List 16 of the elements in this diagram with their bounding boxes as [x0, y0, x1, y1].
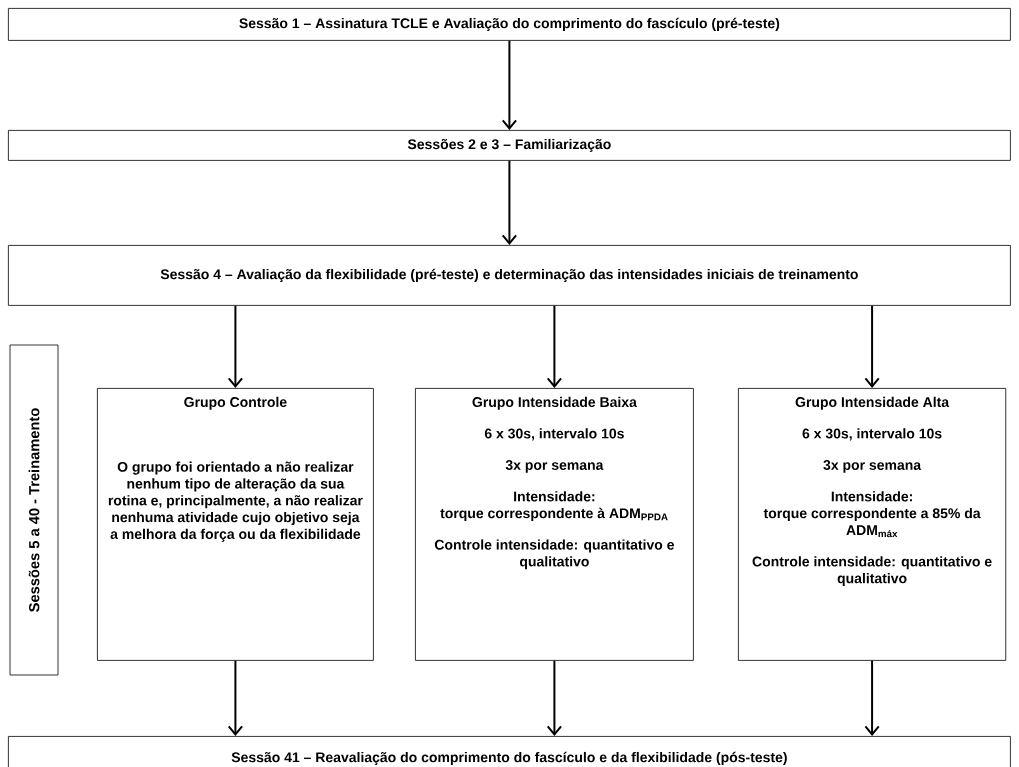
session-box: Sessão 4 – Avaliação da flexibilidade (pré-teste) e determinação das intensidades iniciais de treinamento: [8, 245, 1011, 306]
arrow: [227, 659, 244, 736]
group-box: Grupo Intensidade Alta 6 x 30s, intervalo 10s 3x por semana Intensidade: torque correspondente a 85% da ADM$_{máx}$ Controle intensidade: quantitativo e qualitativo: [738, 388, 1007, 661]
arrow: [546, 659, 563, 736]
arrow: [501, 159, 518, 245]
arrow: [864, 304, 880, 388]
arrow: [501, 39, 518, 130]
phase-box: Sessões 5 a 40 - Treinamento: [9, 344, 59, 676]
session-box: Sessões 2 e 3 – Familiarização: [8, 130, 1011, 161]
group-box: Grupo Controle O grupo foi orientado a não realizar nenhum tipo de alteração da sua rotina e, principalmente, a não realizar nenhuma atividade cujo objetivo seja a melhora da força ou da flexibilidade: [97, 388, 374, 661]
arrow: [546, 304, 563, 388]
session-box: Sessão 1 – Assinatura TCLE e Avaliação do comprimento do fascículo (pré-teste): [8, 8, 1011, 41]
session-box: Sessão 41 – Reavaliação do comprimento do fascículo e da flexibilidade (pós-teste): [8, 736, 1011, 767]
arrow: [227, 304, 244, 388]
arrow: [864, 659, 880, 736]
group-box: Grupo Intensidade Baixa 6 x 30s, intervalo 10s 3x por semana Intensidade: torque correspondente à ADM$_{PPDA}$ Controle intensidade: quantitativo e qualitativo: [415, 388, 694, 661]
